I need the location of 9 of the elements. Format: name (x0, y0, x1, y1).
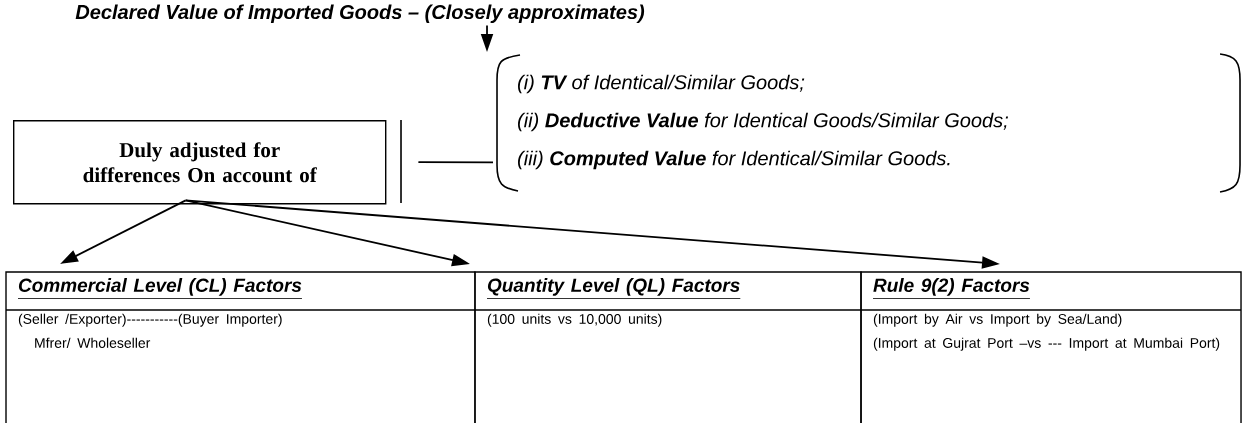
table-column: Rule 9(2) Factors (Import by Air vs Import by Sea/Land) (Import at Gujrat Port –vs --- Import at Mumbai Port) (860, 271, 1242, 423)
bracketed-list (496, 53, 1241, 193)
list-item: (i) TV of Identical/Similar Goods; (518, 74, 805, 94)
table-column: Commercial Level (CL) Factors (Seller /Exporter)-----------(Buyer Importer) Mfrer/ Wholeseller (5, 271, 476, 423)
list-item: (iii) Computed Value for Identical/Similar Goods. (518, 150, 950, 170)
text-box: Duly adjusted for differences On account of (13, 120, 387, 205)
list-item: (ii) Deductive Value for Identical Goods/Similar Goods; (518, 112, 1009, 132)
table-column: Quantity Level (QL) Factors (100 units vs 10,000 units) (474, 271, 862, 423)
heading: Declared Value of Imported Goods – (Closely approximates) (75, 4, 645, 24)
